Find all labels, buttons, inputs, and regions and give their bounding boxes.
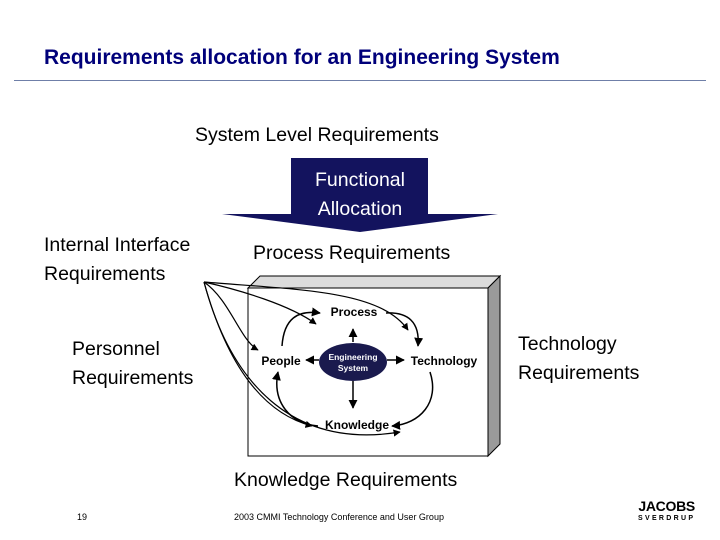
interface-line-process [203,281,317,325]
knowledge-requirements: Knowledge Requirements [234,469,458,491]
functional-allocation-arrow [222,158,498,232]
interface-line-people [203,281,259,351]
curve-people-process [281,307,321,347]
personnel-requirements: Personnel Requirements [72,335,193,393]
engineering-system-label-2: System [338,363,369,373]
technology-requirements: Technology Requirements [518,330,639,388]
logo-main: JACOBS [638,498,695,514]
internal-interface-requirements: Internal Interface Requirements [44,231,190,289]
internal-interface-line-1: Internal Interface [44,234,191,256]
engineering-system-ellipse [319,343,387,381]
personnel-line-1: Personnel [72,338,160,360]
allocation-label: Allocation [318,198,403,220]
curve-technology-knowledge [391,371,434,430]
logo-sub: SVERDRUP [638,515,696,522]
curve-process-technology [385,312,424,347]
jacobs-sverdrup-logo: JACOBS SVERDRUP [638,499,695,523]
footer-conference: 2003 CMMI Technology Conference and User… [234,512,444,522]
inner-people-label: People [261,354,301,368]
personnel-line-2: Requirements [72,367,194,389]
engineering-system-label-1: Engineering [328,352,377,362]
slide-title: Requirements allocation for an Engineeri… [44,46,560,69]
page-number: 19 [77,512,88,522]
title-divider [14,80,706,81]
technology-line-2: Requirements [518,362,640,384]
technology-line-1: Technology [518,333,617,355]
inner-process-label: Process [331,305,378,319]
inner-knowledge-label: Knowledge [325,418,389,432]
interface-line-knowledge-2 [203,281,401,437]
process-requirements: Process Requirements [253,242,451,264]
inner-technology-label: Technology [411,354,478,368]
interface-line-technology [203,281,409,331]
system-level-requirements: System Level Requirements [195,124,439,146]
functional-label: Functional [315,169,405,191]
internal-interface-line-2: Requirements [44,263,166,285]
